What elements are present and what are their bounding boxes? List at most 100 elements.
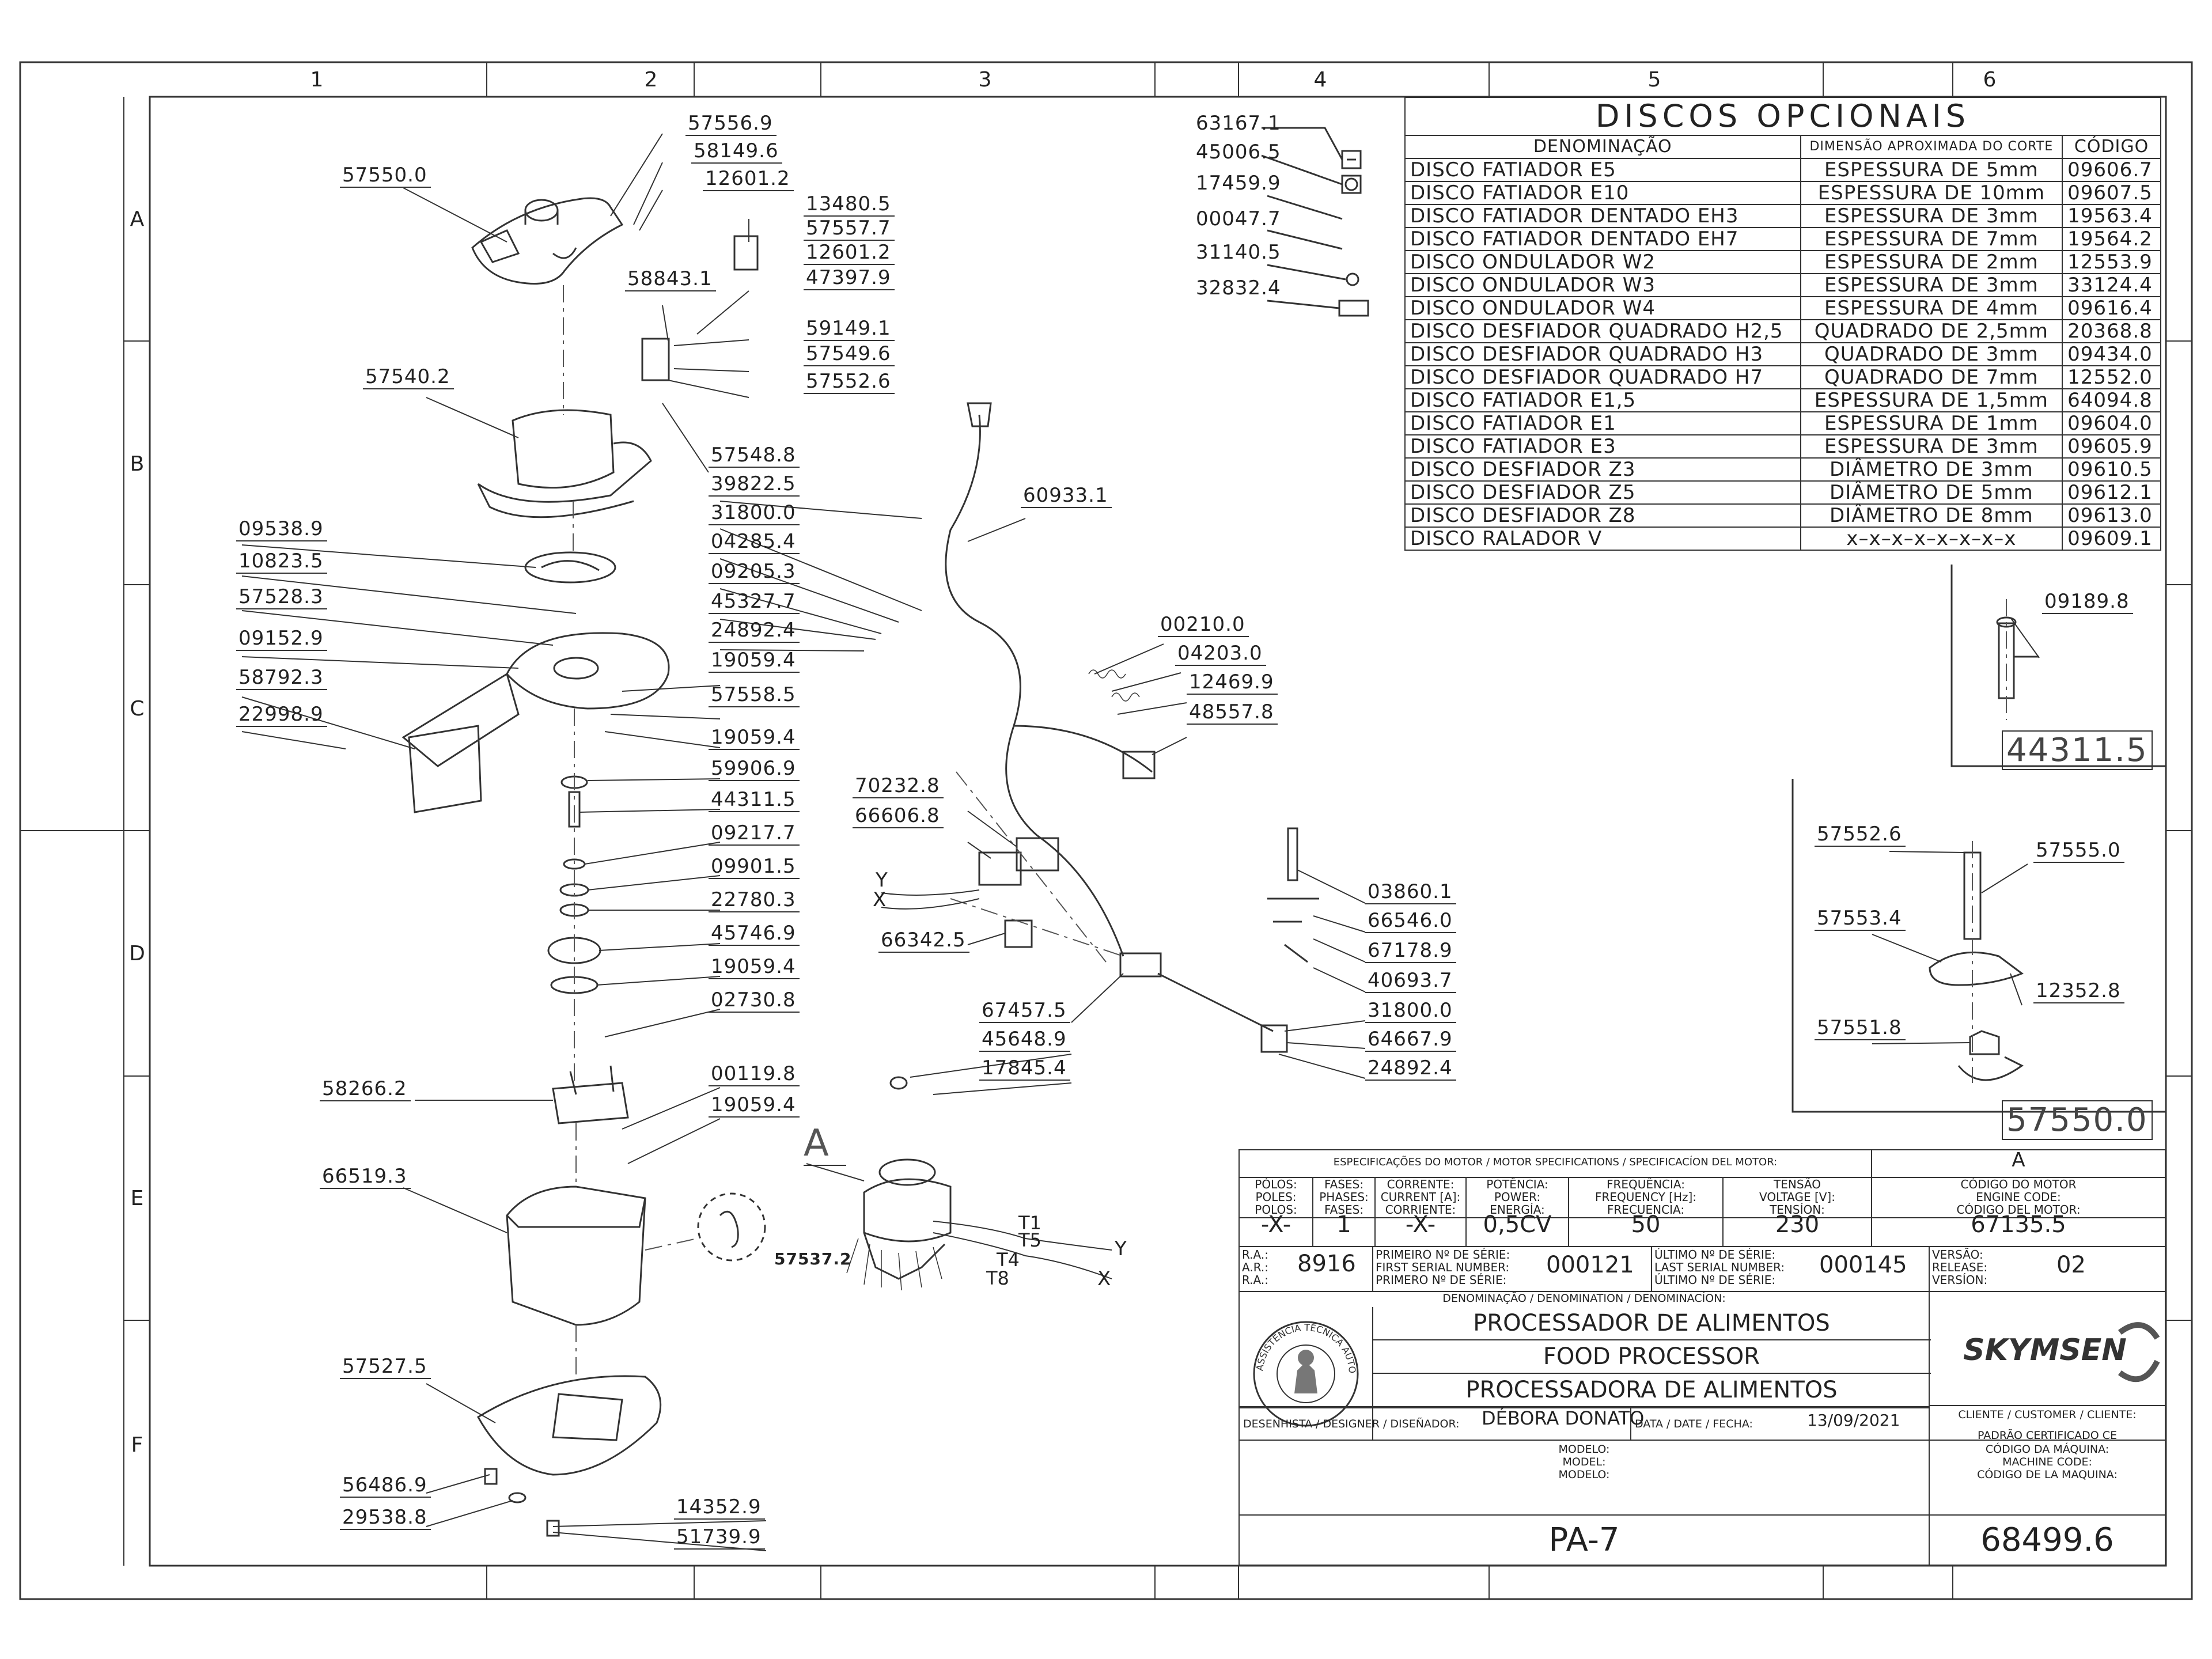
grid-col-3: 3 [978, 68, 992, 92]
machine-code-block: CÓDIGO DA MÁQUINA:MACHINE CODE:CÓDIGO DE… [1929, 1440, 2166, 1566]
version-value: 02 [2056, 1252, 2086, 1278]
wire-label: T5 [1018, 1229, 1041, 1251]
machine-code-value: 68499.6 [1980, 1521, 2114, 1559]
part-label: 45327.7 [709, 591, 800, 614]
part-label: 57551.8 [1815, 1017, 1906, 1040]
denomination-label: DENOMINAÇÃO / DENOMINATION / DENOMINACÍO… [1442, 1292, 1726, 1305]
model-block: MODELO:MODEL:MODELO: PA-7 [1238, 1440, 1930, 1566]
disc-code: 20368.8 [2062, 319, 2161, 343]
part-label: 19059.4 [709, 956, 800, 979]
disc-code: 09434.0 [2062, 342, 2161, 366]
version-block: VERSÃO:RELEASE:VERSÍON: 02 [1929, 1246, 2166, 1292]
discs-title: DISCOS OPCIONAIS [1404, 97, 2161, 136]
detail-box-57550: 57550.0 [2002, 1100, 2153, 1140]
part-label: 63167.1 [1196, 112, 1281, 135]
part-label: 59149.1 [804, 318, 895, 341]
detail-box-44311: 44311.5 [2002, 730, 2153, 770]
disc-dimension: QUADRADO DE 3mm [1800, 342, 2063, 366]
part-label: 66546.0 [1365, 910, 1456, 933]
disc-name: DISCO ONDULADOR W3 [1404, 273, 1801, 297]
part-label: 31140.5 [1196, 241, 1281, 264]
part-label: 60933.1 [1021, 485, 1112, 508]
denomination-es: PROCESSADORA DE ALIMENTOS [1465, 1377, 1838, 1403]
part-label: 57549.6 [804, 343, 895, 366]
spec-val-fases: 1 [1312, 1213, 1376, 1247]
part-label: 04203.0 [1175, 643, 1266, 666]
disc-name: DISCO FATIADOR E10 [1404, 181, 1801, 205]
wire-label: T1 [1018, 1212, 1041, 1234]
disc-code: 09612.1 [2062, 480, 2161, 505]
grid-row-e: E [130, 1187, 144, 1210]
disc-dimension: ESPESSURA DE 7mm [1800, 227, 2063, 251]
wire-label: X [873, 888, 887, 911]
grid-row-f: F [131, 1433, 143, 1457]
motor-spec-title: ESPECIFICAÇÕES DO MOTOR / MOTOR SPECIFIC… [1238, 1149, 1872, 1178]
part-label: 19059.4 [709, 1094, 800, 1118]
wire-label: T8 [986, 1267, 1009, 1289]
part-label: 12601.2 [804, 242, 895, 265]
part-label: 57552.6 [804, 371, 895, 394]
disc-code: 09607.5 [2062, 181, 2161, 205]
wire-label: T4 [997, 1249, 1020, 1271]
part-label: 48557.8 [1187, 702, 1278, 725]
part-label: 57558.5 [709, 684, 800, 707]
denomination-en: FOOD PROCESSOR [1372, 1340, 1931, 1374]
disc-dimension: ESPESSURA DE 2mm [1800, 250, 2063, 274]
disc-name: DISCO ONDULADOR W2 [1404, 250, 1801, 274]
part-label: 09901.5 [709, 856, 800, 879]
part-label: 66519.3 [320, 1166, 411, 1189]
part-label: 70232.8 [853, 775, 944, 798]
disc-code: 19563.4 [2062, 204, 2161, 228]
part-label: 45006.5 [1196, 141, 1281, 164]
wire-label: X [1097, 1267, 1111, 1290]
disc-name: DISCO DESFIADOR Z5 [1404, 480, 1801, 505]
spec-col-polos: PÓLOS:POLES:POLOS: [1238, 1177, 1313, 1218]
disc-code: 09613.0 [2062, 503, 2161, 528]
disc-dimension: DIÂMETRO DE 8mm [1800, 503, 2063, 528]
client-value: PADRÃO CERTIFICADO CE [1978, 1429, 2117, 1442]
disc-dimension: ESPESSURA DE 3mm [1800, 434, 2063, 459]
grid-col-5: 5 [1647, 68, 1661, 92]
part-label: 22998.9 [236, 704, 327, 727]
disc-name: DISCO DESFIADOR Z3 [1404, 457, 1801, 482]
part-label: 57550.0 [340, 165, 431, 188]
part-label: 64667.9 [1365, 1029, 1456, 1052]
date-label: DATA / DATE / FECHA: [1635, 1418, 1753, 1430]
part-label: 57552.6 [1815, 824, 1906, 847]
spec-val-potencia: 0,5CV [1465, 1213, 1569, 1247]
disc-name: DISCO FATIADOR E5 [1404, 158, 1801, 182]
part-label: 13480.5 [804, 194, 895, 217]
part-label: 00210.0 [1158, 614, 1249, 637]
disc-name: DISCO ONDULADOR W4 [1404, 296, 1801, 320]
grid-col-6: 6 [1983, 68, 1997, 92]
wire-label: Y [876, 869, 888, 892]
seal-text: ASSISTÊNCIA TÉCNICA AUTORIZADA [1236, 1298, 1358, 1374]
part-label: 57540.2 [363, 366, 454, 389]
part-label: 45746.9 [709, 923, 800, 946]
discs-header-name: DENOMINAÇÃO [1404, 135, 1801, 159]
spec-col-potencia: POTÊNCIA:POWER:ENERGÍA: [1465, 1177, 1569, 1218]
part-label: 57527.5 [340, 1356, 431, 1379]
disc-code: 09606.7 [2062, 158, 2161, 182]
last-serial-value: 000145 [1819, 1252, 1907, 1278]
svg-text:ASSISTÊNCIA TÉCNICA AUTORIZADA: ASSISTÊNCIA TÉCNICA AUTORIZADA [1240, 1307, 1358, 1374]
part-label: 09152.9 [236, 628, 327, 651]
disc-name: DISCO DESFIADOR QUADRADO H7 [1404, 365, 1801, 389]
grid-row-d: D [129, 942, 145, 965]
disc-dimension: ESPESSURA DE 3mm [1800, 273, 2063, 297]
part-label: 39822.5 [709, 474, 800, 497]
model-value: PA-7 [1548, 1521, 1620, 1559]
part-label: 58149.6 [691, 141, 782, 164]
disc-code: 09616.4 [2062, 296, 2161, 320]
part-label: 57556.9 [685, 113, 777, 136]
part-label: 09217.7 [709, 823, 800, 846]
